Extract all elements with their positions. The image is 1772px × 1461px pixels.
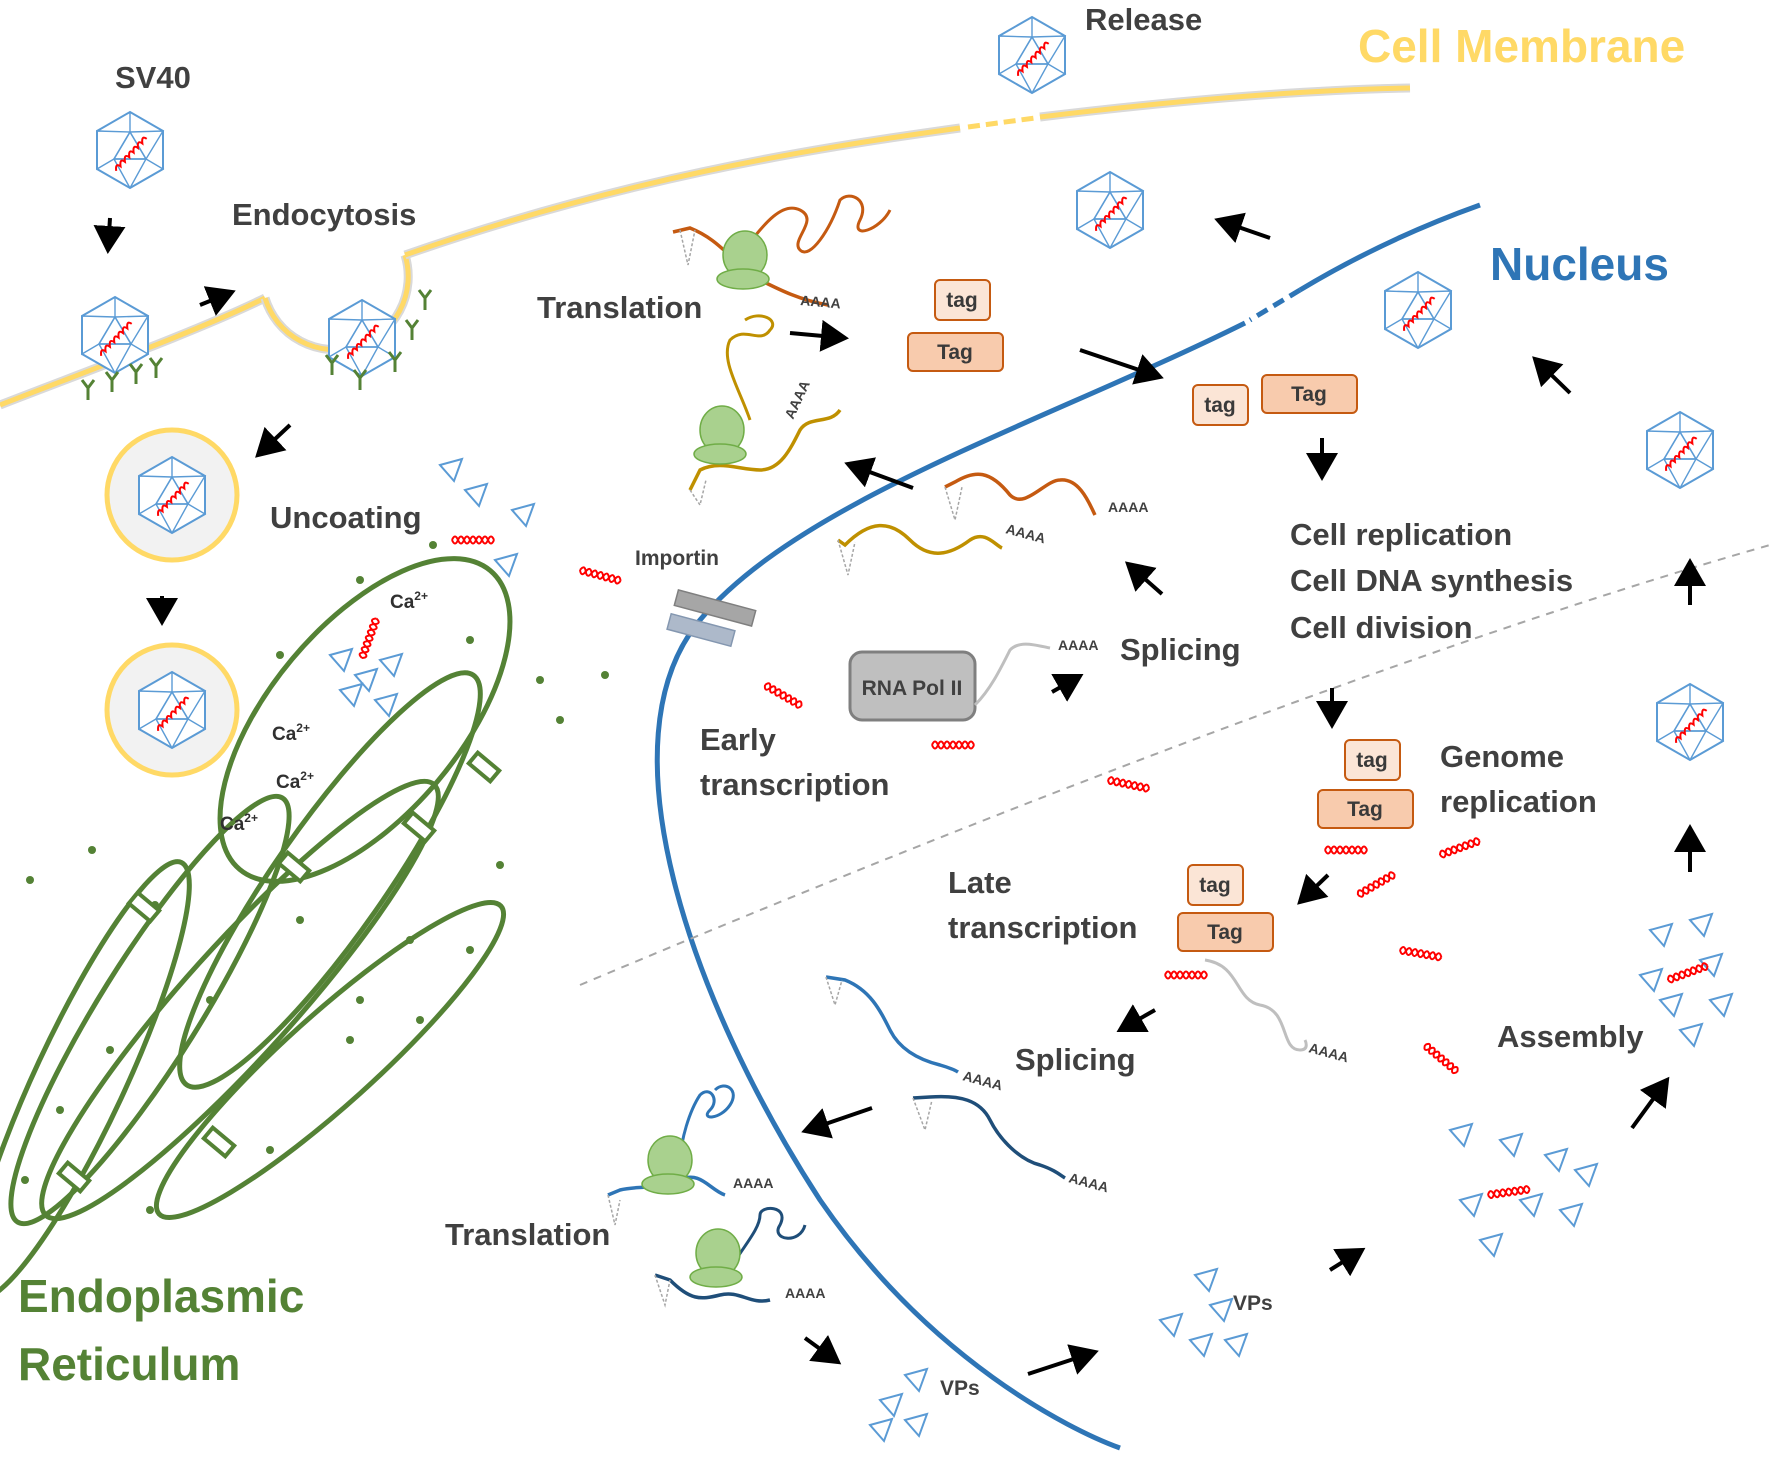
tag-proteins-cytoplasm: tag Tag xyxy=(907,279,1004,372)
sv40-label: SV40 xyxy=(115,60,191,95)
endosome-2 xyxy=(104,642,240,778)
svg-text:AAAA: AAAA xyxy=(733,1175,773,1191)
importin-label: Importin xyxy=(635,547,719,570)
arrow-icon xyxy=(1630,1076,1670,1130)
viral-genome-icon xyxy=(931,740,975,750)
arrow-icon xyxy=(1297,873,1330,905)
arrow-icon xyxy=(93,217,126,254)
svg-text:Ca2+: Ca2+ xyxy=(220,811,258,835)
arrow-icon xyxy=(801,1106,873,1139)
replicated-genomes-icon xyxy=(1106,775,1482,1076)
svg-text:tag: tag xyxy=(1356,749,1388,772)
arrow-icon xyxy=(255,423,292,458)
early-transcription-label: transcription xyxy=(700,767,889,802)
svg-text:AAAA: AAAA xyxy=(785,1285,825,1301)
cell-replication-label: Cell replication xyxy=(1290,517,1512,552)
translation-bottom: AAAA AAAA xyxy=(607,1084,825,1308)
svg-text:AAAA: AAAA xyxy=(1004,520,1047,546)
arrow-icon xyxy=(199,286,236,316)
endoplasmic-reticulum-label: Endoplasmic xyxy=(18,1270,304,1322)
polya-label: AAAA xyxy=(1307,1039,1350,1065)
svg-text:AAAA: AAAA xyxy=(781,378,813,421)
svg-text:AAAA: AAAA xyxy=(800,292,842,311)
release-label: Release xyxy=(1085,2,1202,37)
translation-top: AAAA AAAA xyxy=(672,194,892,507)
assembly-label: Assembly xyxy=(1497,1019,1644,1054)
importin-icon xyxy=(666,589,757,648)
vps-label: VPs xyxy=(1233,1292,1273,1315)
translation-label: Translation xyxy=(537,290,702,325)
nucleus-label: Nucleus xyxy=(1490,238,1669,290)
svg-text:Ca2+: Ca2+ xyxy=(276,769,314,793)
late-transcription-label: transcription xyxy=(948,910,1137,945)
arrow-icon xyxy=(844,457,914,490)
endoplasmic-reticulum-label: Reticulum xyxy=(18,1338,240,1390)
assembly-fragments-icon xyxy=(1449,913,1733,1257)
bound-virion-icon xyxy=(81,296,149,374)
arrow-icon xyxy=(803,1334,842,1365)
arrow-icon xyxy=(1214,212,1271,243)
vps-label: VPs xyxy=(940,1377,980,1400)
released-virion-icon xyxy=(998,16,1066,94)
cell-membrane xyxy=(0,83,1411,410)
arrow-icon xyxy=(1027,1344,1099,1376)
endocytosis-label: Endocytosis xyxy=(232,197,416,232)
splicing-label: Splicing xyxy=(1120,632,1241,667)
svg-text:Tag: Tag xyxy=(1347,798,1383,821)
rna-pol-label: RNA Pol II xyxy=(862,677,963,700)
sv40-virion-icon xyxy=(96,111,164,189)
svg-text:Tag: Tag xyxy=(937,341,973,364)
svg-text:Ca2+: Ca2+ xyxy=(272,721,310,745)
svg-text:Ca2+: Ca2+ xyxy=(390,589,428,613)
arrow-icon xyxy=(1532,356,1572,395)
svg-text:Tag: Tag xyxy=(1291,383,1327,406)
dashed-separator xyxy=(579,544,1771,986)
late-transcript xyxy=(1204,958,1308,1052)
assembled-virion-icon xyxy=(1646,411,1714,489)
svg-text:tag: tag xyxy=(1204,394,1236,417)
svg-text:AAAA: AAAA xyxy=(961,1067,1004,1093)
late-transcription-label: Late xyxy=(948,865,1012,900)
early-transcript xyxy=(973,642,1051,707)
tag-proteins-nucleus: tag Tag xyxy=(1192,374,1358,426)
svg-text:AAAA: AAAA xyxy=(1067,1169,1110,1195)
tag-proteins-late: tag Tag xyxy=(1177,864,1274,952)
arrow-icon xyxy=(1051,674,1084,702)
early-transcription-label: Early xyxy=(700,722,777,757)
rna-pol-ii: RNA Pol II xyxy=(848,650,977,722)
arrow-icon xyxy=(1079,348,1164,385)
spliced-late-mrna: AAAA AAAA xyxy=(825,975,1110,1195)
svg-text:AAAA: AAAA xyxy=(1108,499,1148,515)
viral-genome-icon xyxy=(762,680,805,711)
uncoating-label: Uncoating xyxy=(270,500,422,535)
endoplasmic-reticulum xyxy=(0,541,609,1301)
svg-text:tag: tag xyxy=(946,289,978,312)
genome-replication-label: Genome xyxy=(1440,739,1564,774)
calcium-labels: Ca2+ Ca2+ Ca2+ Ca2+ xyxy=(220,589,428,835)
splicing-label: Splicing xyxy=(1015,1042,1136,1077)
arrow-icon xyxy=(1116,1004,1156,1032)
cell-membrane-label: Cell Membrane xyxy=(1358,20,1685,72)
translation-label: Translation xyxy=(445,1217,610,1252)
vps-fragments-icon xyxy=(869,1268,1248,1442)
viral-genome-icon xyxy=(1164,970,1208,980)
nuclear-envelope xyxy=(654,202,1481,1451)
nuclear-virion-icon xyxy=(1384,271,1452,349)
arrow-icon xyxy=(1328,1247,1366,1277)
genome-replication-label: replication xyxy=(1440,784,1597,819)
endocytosing-virion-icon xyxy=(328,299,396,377)
svg-text:Tag: Tag xyxy=(1207,921,1243,944)
assembled-virion-icon xyxy=(1656,683,1724,761)
endosome-1 xyxy=(104,427,240,563)
cell-dna-synthesis-label: Cell DNA synthesis xyxy=(1290,563,1573,598)
cell-division-label: Cell division xyxy=(1290,610,1473,645)
tag-proteins-replication: tag Tag xyxy=(1317,739,1414,829)
svg-text:tag: tag xyxy=(1199,874,1231,897)
arrow-icon xyxy=(1125,561,1164,596)
arrow-icon xyxy=(789,319,849,352)
cytoplasmic-virion-icon xyxy=(1076,171,1144,249)
polya-label: AAAA xyxy=(1058,637,1098,653)
